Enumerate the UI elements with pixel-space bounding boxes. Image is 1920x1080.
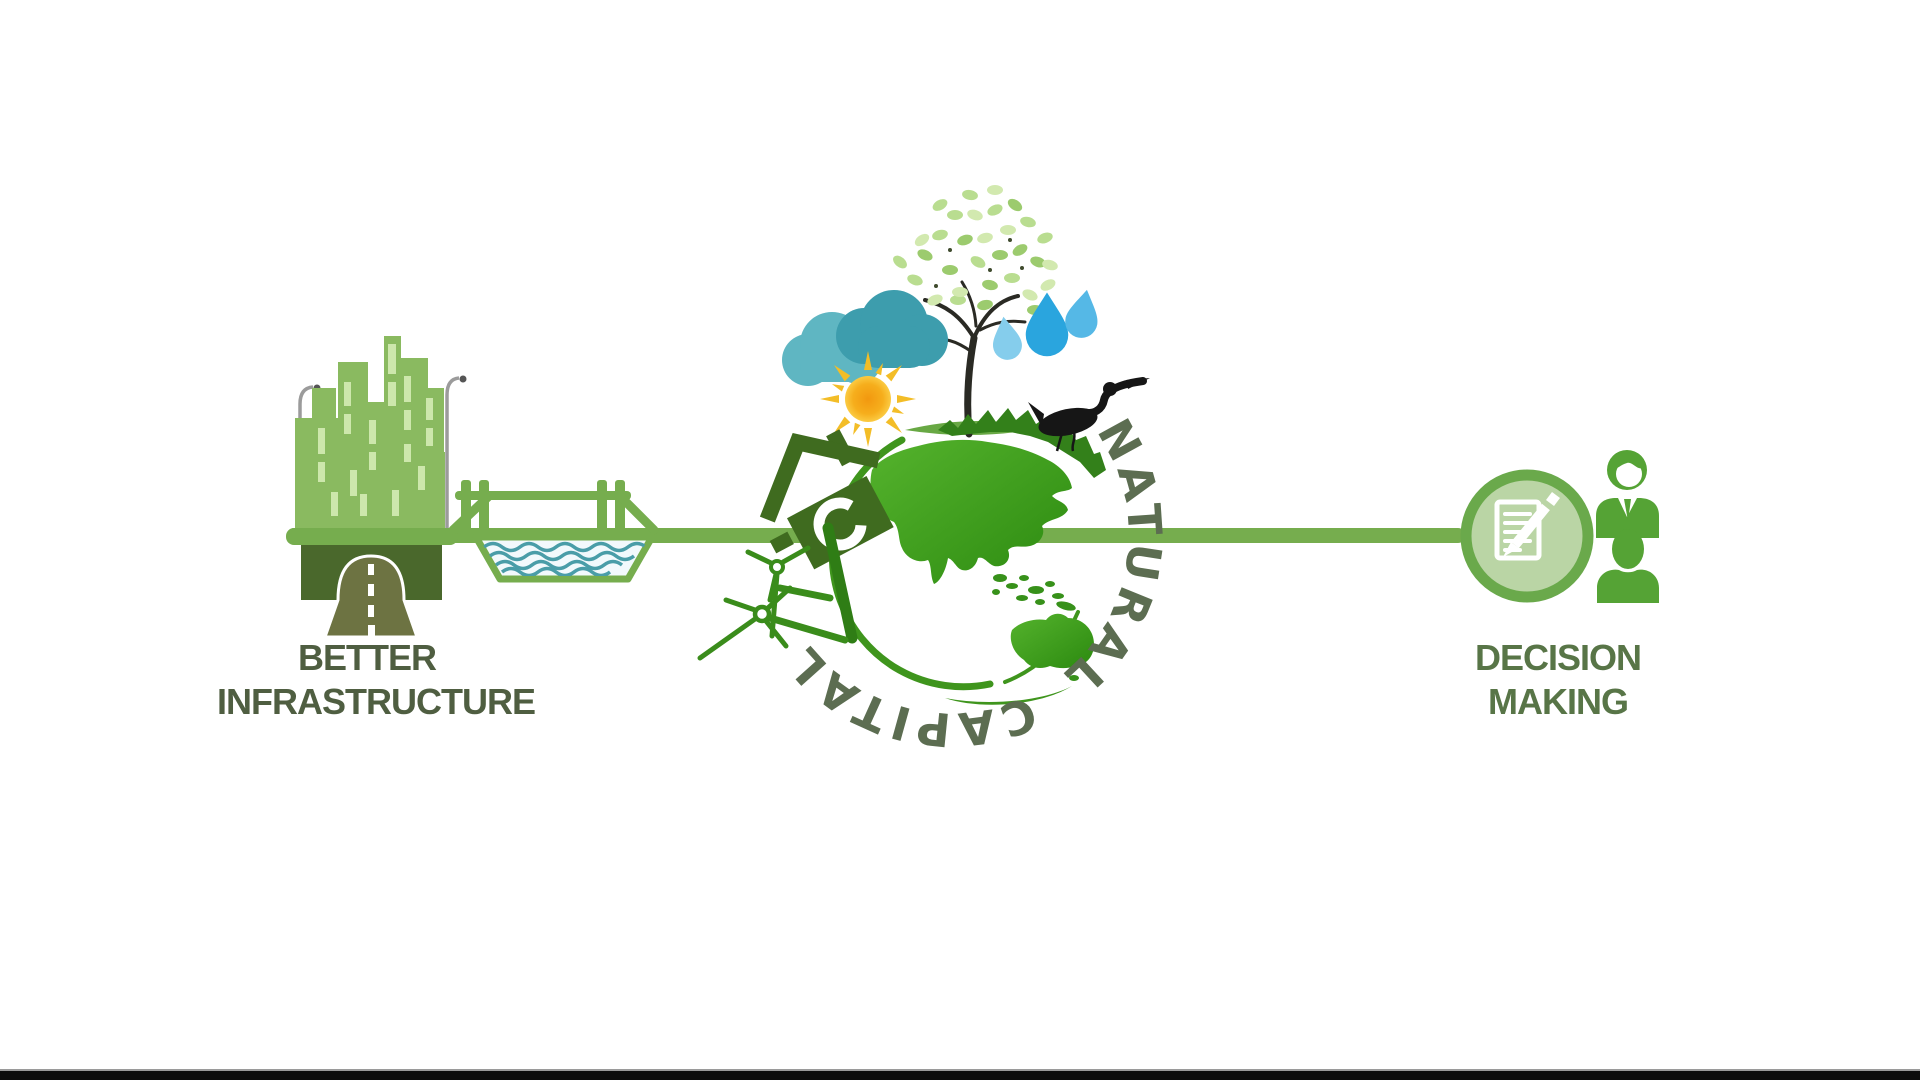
eco-house-icon: [759, 429, 894, 570]
continent-islands: [992, 574, 1076, 611]
label-decision-making: DECISION MAKING: [1408, 636, 1708, 724]
letterbox-bottom-bar: [0, 1069, 1920, 1080]
business-person-icon: [1596, 450, 1659, 538]
wetland-water-icon: [472, 533, 656, 583]
label-decision: DECISION: [1474, 637, 1642, 678]
continent-asia: [870, 439, 1072, 584]
better-infrastructure-illustration: [286, 336, 659, 639]
label-better-infrastructure: BETTER INFRASTRUCTURE: [217, 636, 536, 724]
water-drop-icons: [993, 289, 1098, 360]
connector-line-right: [995, 528, 1465, 543]
decision-making-illustration: [1460, 450, 1659, 603]
city-skyline-icon: [295, 336, 445, 533]
label-better: BETTER: [298, 637, 437, 678]
bridge-icon: [448, 480, 659, 535]
wind-turbine-icons: [697, 522, 858, 661]
road-tunnel-icon: [301, 545, 442, 639]
continent-australia: [1010, 613, 1094, 669]
rain-cloud-icons: [782, 290, 948, 386]
natural-capital-illustration: NATURAL CAPITAL: [697, 185, 1167, 757]
city-windows: [318, 344, 433, 516]
label-making: MAKING: [1488, 681, 1629, 722]
heron-icon: [1028, 377, 1150, 452]
document-pencil-icon: [1494, 492, 1560, 561]
platform-bar: [286, 528, 458, 545]
label-infrastructure: INFRASTRUCTURE: [217, 681, 536, 722]
person-icon: [1597, 529, 1659, 603]
sun-icon: [820, 351, 916, 447]
